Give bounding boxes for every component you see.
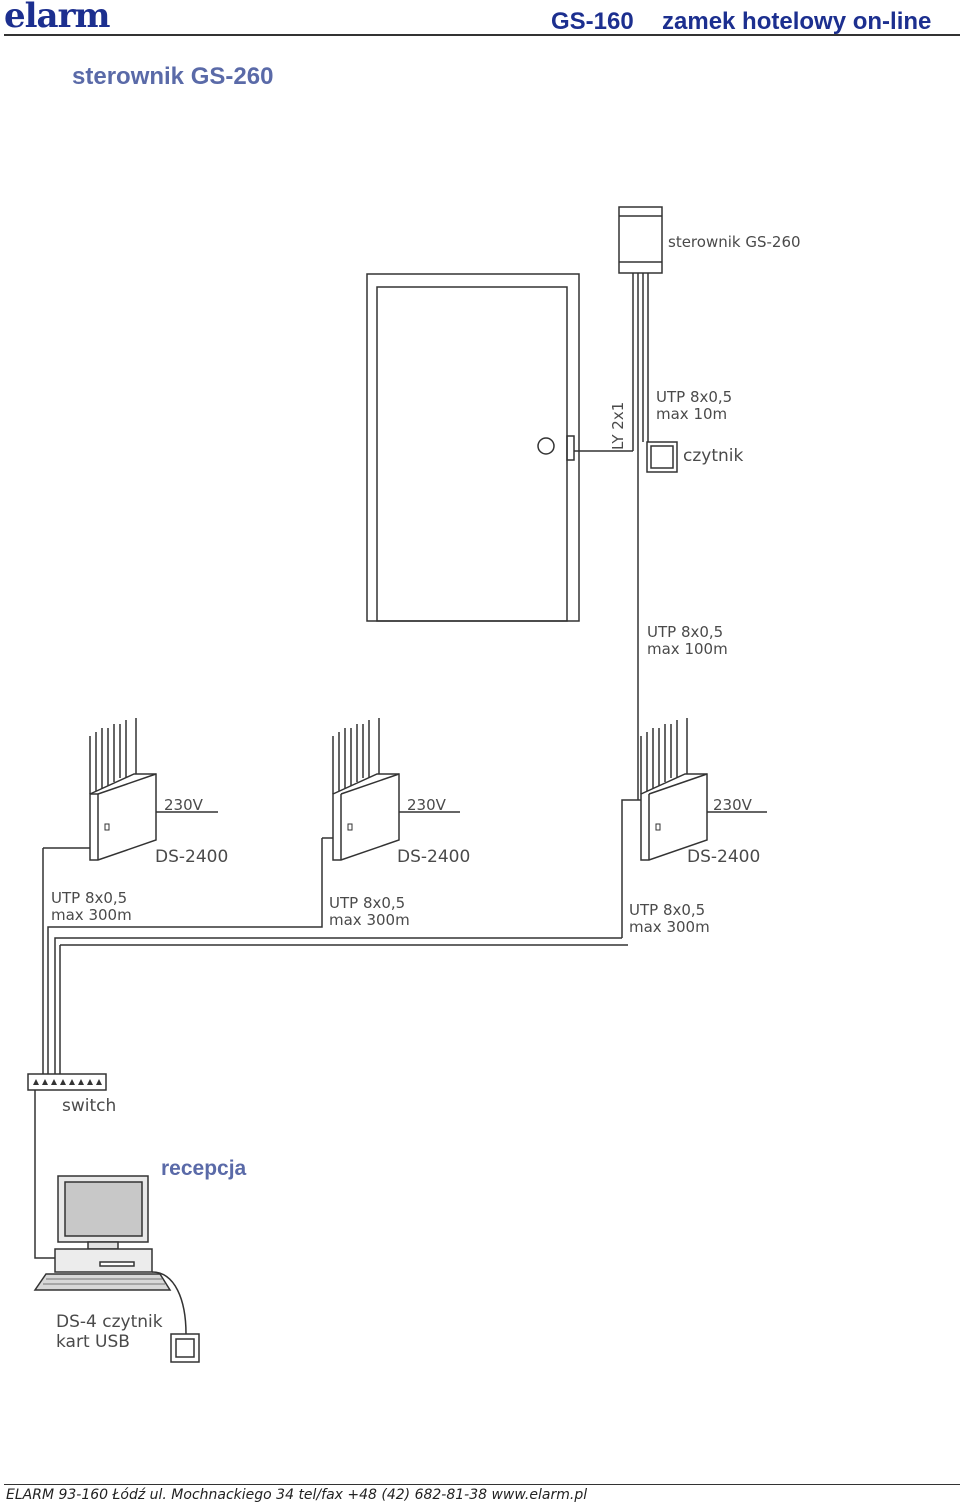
lock-icon — [566, 435, 575, 461]
controller-cables — [574, 273, 649, 722]
psu3-cable-line1: UTP 8x0,5 — [629, 901, 706, 919]
power-supply-1 — [42, 718, 218, 1074]
psu2-cable-line2: max 300m — [329, 911, 410, 929]
door-reader — [646, 441, 678, 473]
psu2-voltage: 230V — [407, 796, 446, 814]
reader-cable-line2: max 10m — [656, 405, 728, 423]
bus-cable-line1: UTP 8x0,5 — [647, 623, 724, 641]
psu2-cable-line1: UTP 8x0,5 — [329, 894, 406, 912]
power-supply-3 — [54, 718, 767, 1074]
page-subtitle: sterownik GS-260 — [72, 63, 274, 90]
reader-label: czytnik — [683, 446, 744, 466]
lock-cable-label: LY 2x1 — [609, 401, 627, 450]
psu1-cable-line2: max 300m — [51, 906, 132, 924]
controller-label: sterownik GS-260 — [668, 233, 801, 251]
psu1-voltage: 230V — [164, 796, 203, 814]
reader-cable-line1: UTP 8x0,5 — [656, 388, 733, 406]
bus-cable-line2: max 100m — [647, 640, 728, 658]
psu3-voltage: 230V — [713, 796, 752, 814]
reception-label: recepcja — [161, 1157, 247, 1180]
door — [366, 273, 580, 622]
door-handle-icon — [537, 437, 555, 455]
psu3-cable-line2: max 300m — [629, 918, 710, 936]
usb-reader-line1: DS-4 czytnik — [56, 1312, 163, 1332]
psu2-name: DS-2400 — [397, 847, 471, 867]
psu1-name: DS-2400 — [155, 847, 229, 867]
switch-label: switch — [62, 1096, 117, 1116]
usb-reader — [170, 1333, 200, 1363]
network-switch — [27, 1073, 107, 1259]
computer-icon — [33, 1175, 187, 1335]
usb-reader-line2: kart USB — [56, 1332, 130, 1352]
elarm-logo: elarm — [4, 0, 110, 36]
header-divider — [4, 34, 960, 36]
footer-text: ELARM 93-160 Łódź ul. Mochnackiego 34 te… — [6, 1487, 588, 1503]
psu1-cable-line1: UTP 8x0,5 — [51, 889, 128, 907]
footer-divider — [4, 1484, 960, 1485]
power-supply-2 — [47, 718, 460, 1074]
controller-gs260 — [618, 206, 663, 274]
psu3-name: DS-2400 — [687, 847, 761, 867]
header-model: GS-160 — [551, 8, 634, 35]
header-title: zamek hotelowy on-line — [662, 8, 932, 35]
